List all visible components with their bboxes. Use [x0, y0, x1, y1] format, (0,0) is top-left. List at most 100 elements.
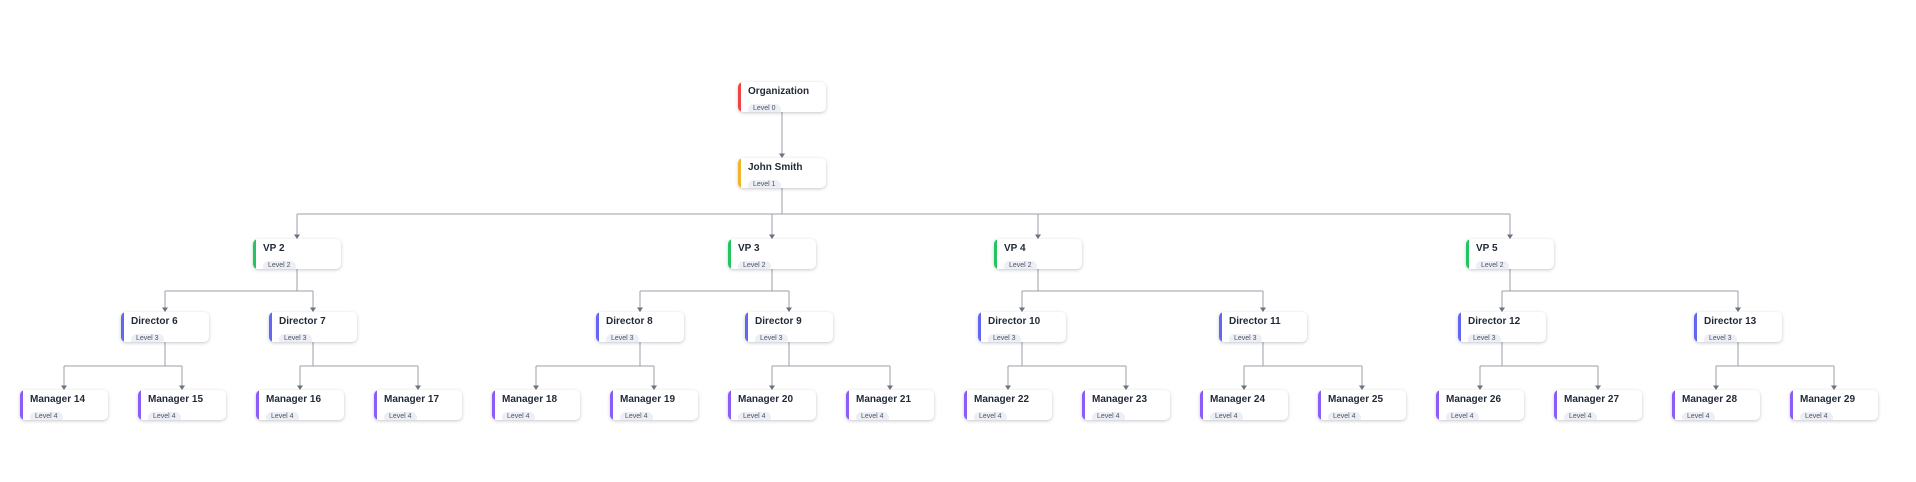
node-title: John Smith: [748, 162, 803, 173]
level-accent-bar: [253, 239, 256, 269]
node-title: VP 4: [1004, 243, 1026, 254]
node-m22[interactable]: Manager 22 Level 4: [964, 390, 1052, 420]
node-org[interactable]: Organization Level 0: [738, 82, 826, 112]
level-badge: Level 2: [738, 260, 771, 269]
level-badge: Level 4: [384, 411, 417, 420]
level-accent-bar: [1466, 239, 1469, 269]
level-badge: Level 4: [148, 411, 181, 420]
level-accent-bar: [374, 390, 377, 420]
level-accent-bar: [1200, 390, 1203, 420]
level-badge: Level 4: [856, 411, 889, 420]
level-badge: Level 2: [263, 260, 296, 269]
node-title: Director 11: [1229, 316, 1281, 327]
node-title: Manager 15: [148, 394, 204, 405]
level-accent-bar: [738, 158, 741, 188]
level-accent-bar: [738, 82, 741, 112]
node-m14[interactable]: Manager 14 Level 4: [20, 390, 108, 420]
node-title: Manager 26: [1446, 394, 1502, 405]
node-title: Manager 23: [1092, 394, 1148, 405]
level-badge: Level 3: [279, 333, 312, 342]
node-m15[interactable]: Manager 15 Level 4: [138, 390, 226, 420]
level-badge: Level 1: [748, 179, 781, 188]
node-d13[interactable]: Director 13 Level 3: [1694, 312, 1782, 342]
level-badge: Level 3: [1468, 333, 1501, 342]
level-accent-bar: [728, 390, 731, 420]
level-accent-bar: [256, 390, 259, 420]
node-m17[interactable]: Manager 17 Level 4: [374, 390, 462, 420]
level-badge: Level 4: [738, 411, 771, 420]
node-title: Manager 16: [266, 394, 322, 405]
node-m27[interactable]: Manager 27 Level 4: [1554, 390, 1642, 420]
level-accent-bar: [1672, 390, 1675, 420]
level-accent-bar: [994, 239, 997, 269]
level-badge: Level 4: [1446, 411, 1479, 420]
level-badge: Level 3: [606, 333, 639, 342]
node-title: Manager 20: [738, 394, 794, 405]
level-accent-bar: [1694, 312, 1697, 342]
level-accent-bar: [138, 390, 141, 420]
level-badge: Level 4: [502, 411, 535, 420]
node-john[interactable]: John Smith Level 1: [738, 158, 826, 188]
node-title: VP 5: [1476, 243, 1498, 254]
level-accent-bar: [269, 312, 272, 342]
level-accent-bar: [121, 312, 124, 342]
node-d7[interactable]: Director 7 Level 3: [269, 312, 357, 342]
level-badge: Level 4: [30, 411, 63, 420]
node-m16[interactable]: Manager 16 Level 4: [256, 390, 344, 420]
level-badge: Level 2: [1476, 260, 1509, 269]
node-m21[interactable]: Manager 21 Level 4: [846, 390, 934, 420]
level-accent-bar: [1458, 312, 1461, 342]
node-m18[interactable]: Manager 18 Level 4: [492, 390, 580, 420]
node-title: Director 6: [131, 316, 178, 327]
node-d6[interactable]: Director 6 Level 3: [121, 312, 209, 342]
node-vp2[interactable]: VP 2 Level 2: [253, 239, 341, 269]
level-accent-bar: [20, 390, 23, 420]
level-badge: Level 4: [1328, 411, 1361, 420]
node-m29[interactable]: Manager 29 Level 4: [1790, 390, 1878, 420]
level-badge: Level 3: [988, 333, 1021, 342]
level-badge: Level 4: [1210, 411, 1243, 420]
node-m23[interactable]: Manager 23 Level 4: [1082, 390, 1170, 420]
node-title: Manager 27: [1564, 394, 1620, 405]
node-m19[interactable]: Manager 19 Level 4: [610, 390, 698, 420]
node-vp4[interactable]: VP 4 Level 2: [994, 239, 1082, 269]
level-badge: Level 4: [974, 411, 1007, 420]
node-title: Director 12: [1468, 316, 1521, 327]
level-accent-bar: [978, 312, 981, 342]
node-title: Manager 19: [620, 394, 676, 405]
level-badge: Level 3: [1704, 333, 1737, 342]
node-d9[interactable]: Director 9 Level 3: [745, 312, 833, 342]
level-badge: Level 3: [755, 333, 788, 342]
node-m24[interactable]: Manager 24 Level 4: [1200, 390, 1288, 420]
node-m25[interactable]: Manager 25 Level 4: [1318, 390, 1406, 420]
node-m26[interactable]: Manager 26 Level 4: [1436, 390, 1524, 420]
connector-arrowheads: [61, 153, 1837, 390]
level-badge: Level 4: [266, 411, 299, 420]
node-title: VP 3: [738, 243, 760, 254]
node-title: Manager 29: [1800, 394, 1856, 405]
node-m28[interactable]: Manager 28 Level 4: [1672, 390, 1760, 420]
level-badge: Level 4: [1564, 411, 1597, 420]
level-accent-bar: [492, 390, 495, 420]
node-title: Director 13: [1704, 316, 1757, 327]
node-vp3[interactable]: VP 3 Level 2: [728, 239, 816, 269]
node-d8[interactable]: Director 8 Level 3: [596, 312, 684, 342]
node-vp5[interactable]: VP 5 Level 2: [1466, 239, 1554, 269]
level-accent-bar: [596, 312, 599, 342]
node-title: Director 7: [279, 316, 326, 327]
level-badge: Level 2: [1004, 260, 1037, 269]
node-title: Manager 14: [30, 394, 86, 405]
node-d12[interactable]: Director 12 Level 3: [1458, 312, 1546, 342]
level-accent-bar: [846, 390, 849, 420]
node-m20[interactable]: Manager 20 Level 4: [728, 390, 816, 420]
level-badge: Level 0: [748, 103, 781, 112]
level-accent-bar: [610, 390, 613, 420]
node-d10[interactable]: Director 10 Level 3: [978, 312, 1066, 342]
node-title: Director 9: [755, 316, 802, 327]
node-d11[interactable]: Director 11 Level 3: [1219, 312, 1307, 342]
node-title: Director 10: [988, 316, 1041, 327]
node-title: Manager 25: [1328, 394, 1384, 405]
level-badge: Level 4: [1682, 411, 1715, 420]
level-accent-bar: [1318, 390, 1321, 420]
